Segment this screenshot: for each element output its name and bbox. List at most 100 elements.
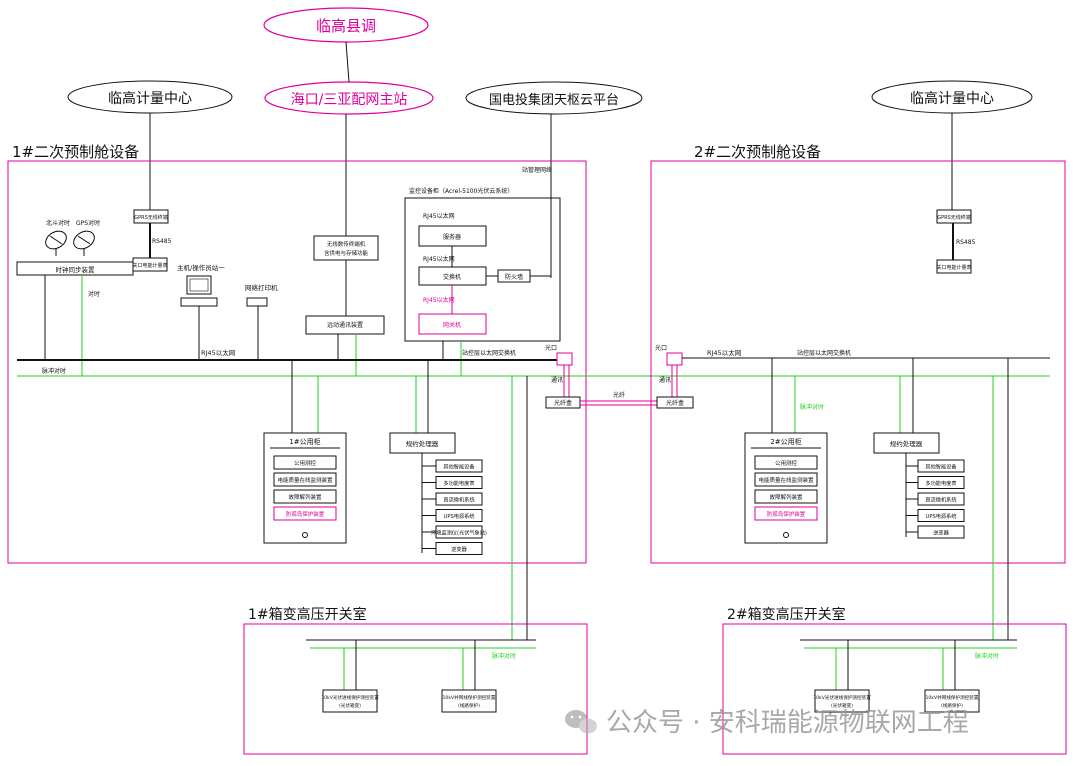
gateway-label: 网关机 <box>443 321 461 329</box>
proc1-item-label: 多功能电度表 <box>443 479 475 487</box>
cabinet2-item-box <box>754 489 818 504</box>
meter-label-1: 关口电能计量表 <box>132 262 167 269</box>
hv2-sync-label: 脉冲对时 <box>975 652 999 660</box>
cabinet2-item-box <box>754 472 818 487</box>
monitor-title: 监控设备柜（Acrel-5100光伏云系统） <box>409 187 513 195</box>
cabinet1-item-box <box>273 455 337 470</box>
cabinet1-item-label: 公用测控 <box>294 459 317 467</box>
host-label: 主机/操作员站一 <box>177 263 225 272</box>
watermark-text: 公众号 · 安科瑞能源物联网工程 <box>606 708 969 738</box>
proc1-item-label: 逆变器 <box>451 545 467 553</box>
metering-left-label: 临高计量中心 <box>108 90 192 107</box>
printer-label: 网络打印机 <box>245 283 278 292</box>
rj45-b: RJ45以太网 <box>423 255 455 263</box>
cabinet2-item-label: 故障解列装置 <box>769 493 803 501</box>
cabin1-title: 1#二次预制舱设备 <box>12 143 139 161</box>
rj45-bus-label: RJ45以太网 <box>201 348 235 357</box>
hv1-dev2-b: (线路保护) <box>458 702 480 709</box>
proc2-title: 规约处理器 <box>890 439 923 448</box>
firewall-label: 防火墙 <box>505 273 523 281</box>
cabinet2-item-label: 防孤岛保护装置 <box>767 510 806 518</box>
hv1-dev1-a: 10kV光伏进线保护测控装置 <box>321 694 379 701</box>
haikou-sanya-label: 海口/三亚配网主站 <box>291 92 408 108</box>
beidou-dish-icon <box>45 230 67 256</box>
comm-label-1: 通讯 <box>551 376 563 384</box>
meter-box-1 <box>132 257 168 272</box>
beidou-label: 北斗对时 <box>46 219 70 227</box>
rj45-a: RJ45以太网 <box>423 212 455 220</box>
terminal-label-2: 光纤盒 <box>666 399 684 407</box>
monitor-cabinet <box>404 197 561 342</box>
server-label: 服务器 <box>443 233 461 241</box>
hv2-device-2 <box>924 689 980 713</box>
wireless-title: 无线数传终端机 <box>327 240 366 248</box>
pulse-sync-label: 脉冲对时 <box>42 367 66 375</box>
remote-comm-box <box>305 315 385 335</box>
cabinet1-item-label: 故障解列装置 <box>288 493 322 501</box>
cabin1-frame <box>7 160 587 564</box>
proc2-item-box <box>917 525 965 539</box>
proc1-item-box <box>435 492 483 506</box>
hv2-dev2-b: (线路保护) <box>941 702 963 709</box>
remote-comm-label: 远动通讯装置 <box>327 321 363 329</box>
host-computer-icon <box>180 275 218 307</box>
rj45-bus-label-2: RJ45以太网 <box>707 348 741 357</box>
proc2-item-box <box>917 459 965 473</box>
proc2-item-label: 多功能电度表 <box>925 479 957 487</box>
cabinet2-item-box <box>754 455 818 470</box>
rj45-c: RJ45以太网 <box>423 296 455 304</box>
gps-label: GPS对时 <box>76 219 100 227</box>
hv1-device-1 <box>322 689 378 713</box>
proc1-item-box <box>435 525 483 539</box>
time-sync-label: 时钟同步装置 <box>56 265 96 274</box>
comm-label-2: 通讯 <box>659 376 671 384</box>
cabin2-frame <box>650 160 1066 564</box>
cabinet2-title: 2#公用柜 <box>770 437 801 446</box>
hv2-device-1 <box>814 689 870 713</box>
cabinet1-item-label: 防孤岛保护装置 <box>286 510 325 518</box>
wechat-icon <box>565 710 597 734</box>
printer-icon <box>246 297 268 307</box>
proc1-item-label: 其他智能设备 <box>443 463 475 471</box>
hv1-device-2 <box>441 689 497 713</box>
hv1-dev1-b: (光伏箱变) <box>339 702 361 709</box>
terminal-label-1: 光纤盒 <box>554 399 572 407</box>
proc1-item-label: UPS电源系统 <box>444 512 475 520</box>
proc1-item-label: 直流微机系统 <box>443 496 474 504</box>
meter-box-2 <box>936 259 972 274</box>
gprs-label-2: GPRS无线终端 <box>937 214 971 221</box>
common-cabinet-1 <box>263 432 347 544</box>
pulse-sync-label-2: 脉冲对时 <box>800 403 824 411</box>
proc1-item-label: 环境监测仪(光伏气象站) <box>431 529 487 537</box>
rs485-label-1: RS485 <box>152 238 172 245</box>
hv-room-2 <box>722 623 1067 755</box>
hv2-dev1-a: 10kV光伏进线保护测控装置 <box>813 694 871 701</box>
terminal-box-2 <box>656 396 694 409</box>
hv1-dev2-a: 10kV并网线保护测控装置 <box>443 694 496 701</box>
fiber-port-1 <box>556 352 573 366</box>
hv-room-1 <box>243 623 588 755</box>
hv2-dev1-b: (光伏箱变) <box>831 702 853 709</box>
duishi-label: 对时 <box>88 290 100 298</box>
cabinet2-item-box <box>754 506 818 521</box>
lingao-county-label: 临高县调 <box>316 17 376 35</box>
ethernet-bus-label: 站控层以太网交换机 <box>462 349 516 357</box>
proc2-item-label: 其他智能设备 <box>925 463 957 471</box>
ethernet-bus-label-2: 站控层以太网交换机 <box>797 349 851 357</box>
proc2-item-box <box>917 476 965 489</box>
proc1-title: 规约处理器 <box>406 439 439 448</box>
proc2-item-label: UPS电源系统 <box>926 512 957 520</box>
meter-label-2: 关口电能计量表 <box>936 264 971 271</box>
gateway-box <box>418 313 487 335</box>
proc2-item-label: 直流微机系统 <box>925 496 956 504</box>
proc1-item-box <box>435 542 483 555</box>
hv2-dev2-a: 10kV并网线保护测控装置 <box>926 694 979 701</box>
cloud-platform-label: 国电投集团天枢云平台 <box>489 92 619 108</box>
proc2-item-box <box>917 492 965 506</box>
hv1-sync-label: 脉冲对时 <box>492 652 516 660</box>
common-cabinet-2 <box>744 432 828 544</box>
proc1-item-box <box>435 509 483 522</box>
fiber-port-2 <box>666 352 683 366</box>
cabin2-title: 2#二次预制舱设备 <box>694 143 821 161</box>
